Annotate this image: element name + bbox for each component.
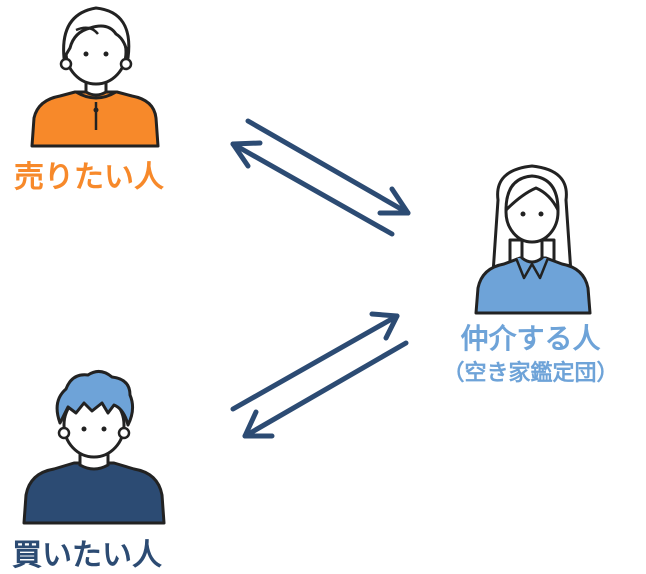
- seller-label: 売りたい人: [14, 160, 164, 195]
- agent-sublabel: （空き家鑑定団）: [442, 361, 619, 386]
- arrow-agent-to-seller: [230, 140, 395, 237]
- arrow-agent-to-buyer: [242, 340, 409, 439]
- buyer-person-icon: [22, 370, 166, 525]
- seller-person-icon: [30, 6, 160, 148]
- arrow-buyer-to-agent: [230, 311, 400, 412]
- agent-label: 仲介する人: [460, 322, 601, 355]
- arrow-seller-to-agent: [245, 118, 411, 216]
- buyer-label: 買いたい人: [12, 538, 162, 573]
- agent-person-icon: [474, 164, 592, 315]
